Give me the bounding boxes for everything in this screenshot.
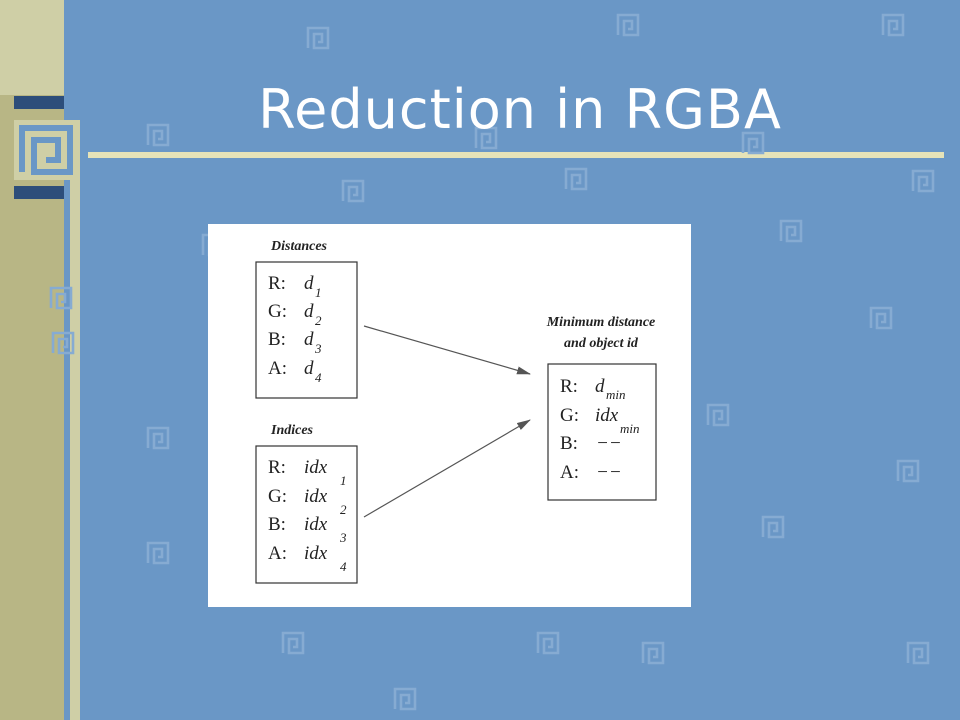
indices-sub-b: 3 — [339, 530, 347, 545]
result-reg-r: R: — [560, 376, 578, 397]
indices-val-a: idx — [304, 543, 328, 564]
side-stripe-top — [0, 0, 64, 95]
distances-reg-b: B: — [268, 329, 286, 350]
indices-reg-g: G: — [268, 486, 287, 507]
result-reg-a: A: — [560, 462, 579, 483]
greek-key-glyph-icon — [306, 26, 330, 50]
greek-key-glyph-icon — [896, 459, 920, 483]
greek-key-glyph-icon — [741, 131, 765, 155]
result-reg-g: G: — [560, 405, 579, 426]
result-box — [547, 363, 657, 501]
indices-sub-a: 4 — [340, 559, 347, 574]
greek-key-glyph-icon — [281, 631, 305, 655]
distances-rows: R: d 1 G: d 2 B: d 3 A: d 4 — [268, 273, 322, 385]
greek-key-glyph-icon — [641, 641, 665, 665]
distances-reg-g: G: — [268, 301, 287, 322]
indices-reg-a: A: — [268, 543, 287, 564]
greek-key-glyph-icon — [49, 286, 73, 310]
greek-key-glyph-icon — [906, 641, 930, 665]
result-val-g: idx — [595, 405, 619, 426]
result-reg-b: B: — [560, 433, 578, 454]
indices-sub-g: 2 — [340, 502, 347, 517]
distances-reg-a: A: — [268, 358, 287, 379]
result-sub-r: min — [606, 387, 626, 402]
indices-val-r: idx — [304, 457, 328, 478]
result-val-r: d — [595, 376, 605, 397]
greek-key-glyph-icon — [536, 631, 560, 655]
indices-val-g: idx — [304, 486, 328, 507]
indices-reg-r: R: — [268, 457, 286, 478]
result-rows: R: d min G: idx min B: −− A: −− — [560, 376, 640, 483]
reduction-figure: Distances R: d 1 G: d 2 B: d 3 A: d 4 In… — [208, 224, 691, 607]
side-bar-lower — [14, 186, 64, 199]
distances-sub-g: 2 — [315, 313, 322, 328]
indices-val-b: idx — [304, 514, 328, 535]
greek-key-glyph-icon — [474, 126, 498, 150]
greek-key-glyph-icon — [761, 515, 785, 539]
distances-sub-a: 4 — [315, 370, 322, 385]
greek-key-glyph-icon — [146, 426, 170, 450]
greek-key-glyph-icon — [146, 123, 170, 147]
greek-key-glyph-icon — [881, 13, 905, 37]
result-label-line2: and object id — [564, 336, 639, 351]
result-sub-g: min — [620, 421, 640, 436]
side-stripe-line — [70, 120, 80, 720]
distances-label: Distances — [270, 239, 328, 254]
distances-sub-b: 3 — [314, 341, 322, 356]
distances-val-g: d — [304, 301, 314, 322]
greek-key-glyph-icon — [869, 306, 893, 330]
greek-key-glyph-icon — [341, 179, 365, 203]
greek-key-glyph-icon — [564, 167, 588, 191]
indices-sub-r: 1 — [340, 473, 347, 488]
distances-val-r: d — [304, 273, 314, 294]
greek-key-glyph-icon — [616, 13, 640, 37]
slide-title: Reduction in RGBA — [258, 78, 782, 141]
indices-label: Indices — [270, 423, 314, 438]
distances-box — [255, 261, 358, 399]
greek-key-glyph-icon — [51, 331, 75, 355]
indices-box — [255, 445, 358, 584]
result-val-a: −− — [596, 462, 622, 483]
greek-key-glyph-icon — [393, 687, 417, 711]
arrow-indices-to-result — [363, 419, 531, 518]
greek-key-glyph-icon — [911, 169, 935, 193]
arrow-distances-to-result — [363, 325, 531, 375]
title-rule — [88, 152, 944, 158]
indices-rows: R: idx 1 G: idx 2 B: idx 3 A: idx 4 — [268, 457, 347, 574]
result-label-line1: Minimum distance — [546, 315, 656, 330]
distances-val-a: d — [304, 358, 314, 379]
distances-sub-r: 1 — [315, 285, 322, 300]
distances-reg-r: R: — [268, 273, 286, 294]
distances-val-b: d — [304, 329, 314, 350]
indices-reg-b: B: — [268, 514, 286, 535]
greek-key-glyph-icon — [779, 219, 803, 243]
reduction-diagram: Distances R: d 1 G: d 2 B: d 3 A: d 4 In… — [255, 239, 657, 584]
greek-key-glyph-icon — [146, 541, 170, 565]
greek-key-glyph-icon — [706, 403, 730, 427]
result-val-b: −− — [596, 433, 622, 454]
side-bar-upper — [14, 96, 64, 109]
greek-key-logo-icon — [14, 120, 78, 180]
